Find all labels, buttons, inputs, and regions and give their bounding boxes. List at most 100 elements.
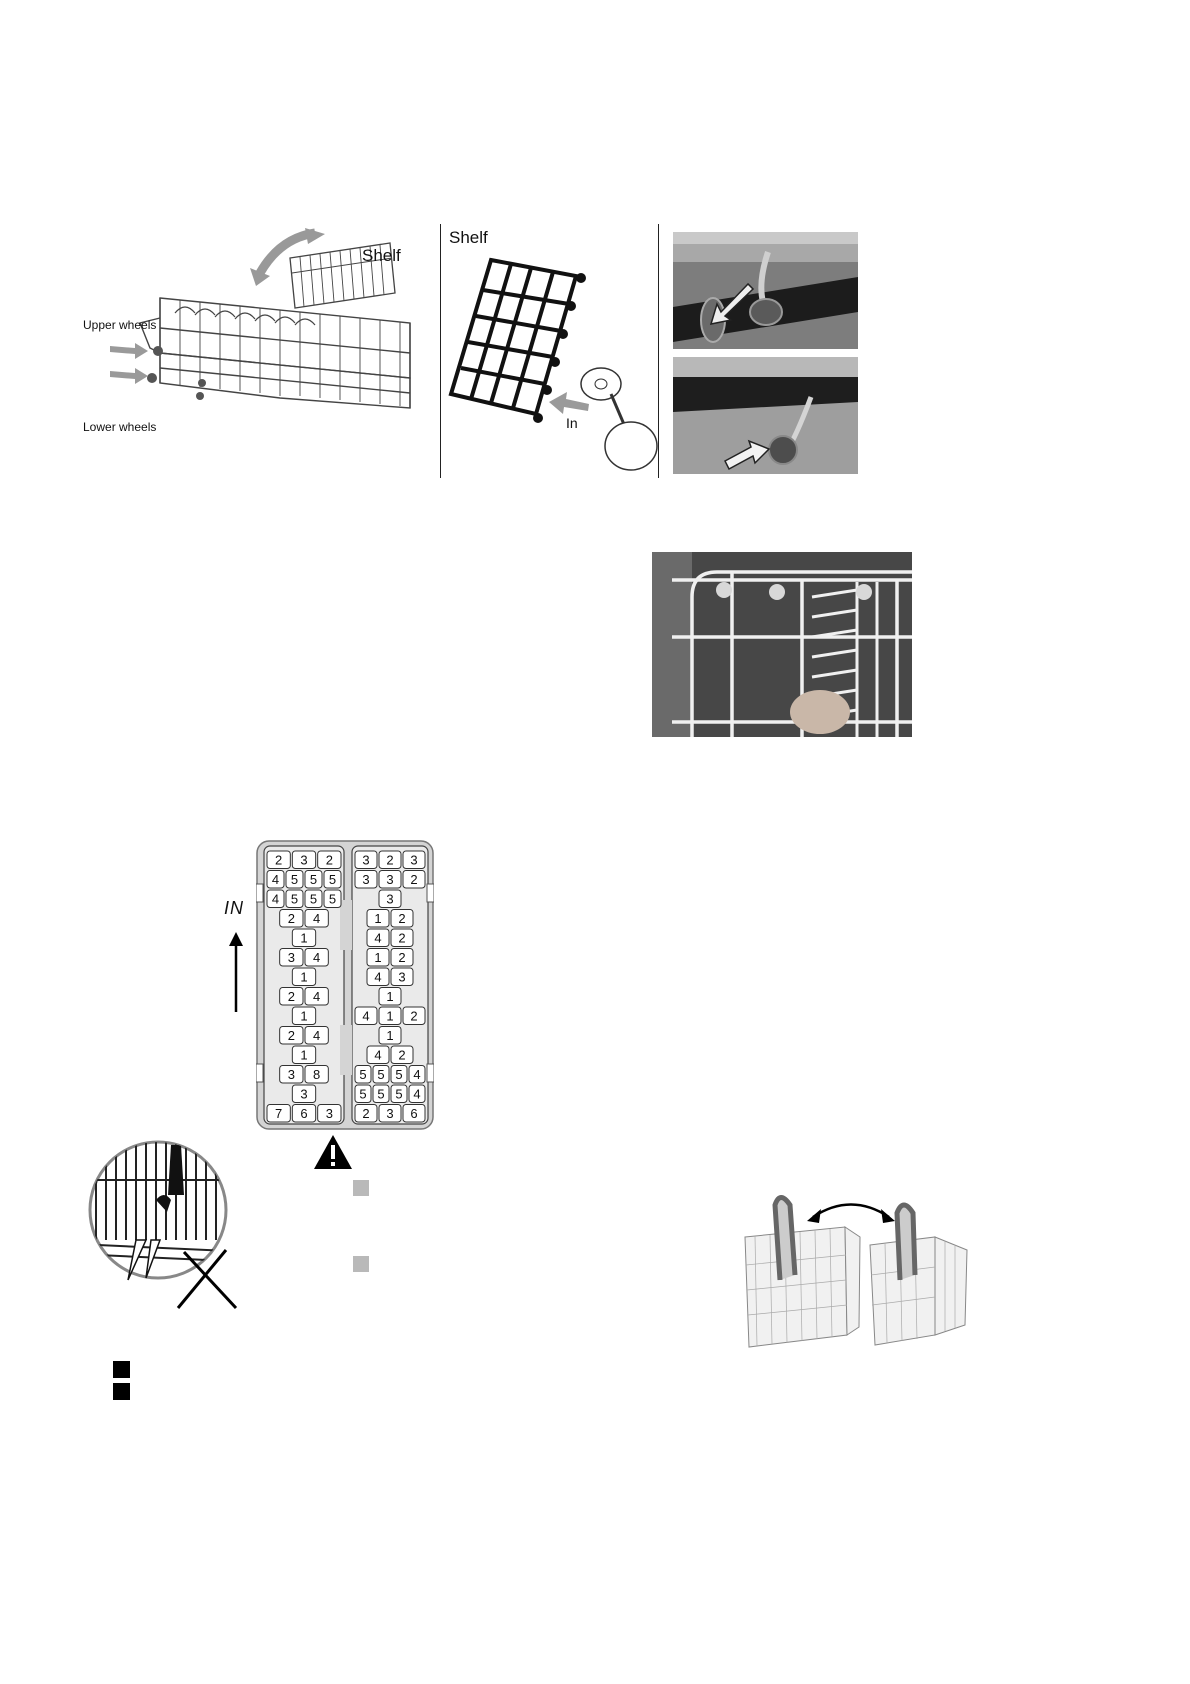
right-basket-slot: [378, 850, 402, 869]
left-basket-slot: [279, 1065, 304, 1084]
left-basket-slot-number: 5: [310, 872, 317, 887]
right-basket-slot-number: 5: [359, 1067, 366, 1082]
right-basket-slot: [366, 928, 390, 947]
left-basket-slot: [279, 1026, 304, 1045]
rack-photo: [652, 552, 912, 737]
right-basket-slot-number: 3: [386, 1106, 393, 1121]
left-basket-slot-number: 6: [300, 1106, 307, 1121]
left-basket-slot-number: 5: [291, 872, 298, 887]
left-basket-slot: [266, 870, 285, 889]
cutlery-basket-split-figure: [735, 1185, 975, 1350]
right-basket-slot: [378, 870, 402, 889]
black-square-bullet-icon: [113, 1361, 130, 1378]
left-basket-slot: [291, 967, 317, 986]
left-basket-slot-number: 2: [288, 911, 295, 926]
right-basket-slot: [402, 1104, 426, 1123]
left-basket-slot-number: 3: [326, 1106, 333, 1121]
right-basket-slot: [408, 1065, 426, 1084]
right-basket-slot: [390, 928, 414, 947]
right-basket-slot-number: 3: [410, 852, 417, 867]
right-basket-slot: [390, 1065, 408, 1084]
left-basket-slot: [279, 987, 304, 1006]
left-basket-slot: [291, 928, 317, 947]
knife-warning-figure: [76, 1140, 251, 1310]
knife-warning-drawing: [88, 1140, 238, 1310]
right-basket-slot-number: 2: [398, 911, 405, 926]
right-basket-slot-number: 1: [386, 1028, 393, 1043]
left-basket-slot: [266, 1104, 291, 1123]
left-basket-slot: [304, 1026, 329, 1045]
right-basket-slot: [378, 987, 402, 1006]
left-basket-slot-number: 3: [288, 1067, 295, 1082]
in-label: In: [566, 415, 578, 431]
shelf-label: Shelf: [362, 246, 401, 265]
right-basket-slot: [390, 967, 414, 986]
left-basket-slot-number: 4: [272, 872, 279, 887]
left-basket-slot-number: 2: [288, 989, 295, 1004]
upper-wheels-label: Upper wheels: [83, 318, 157, 332]
right-basket-slot-number: 2: [398, 950, 405, 965]
rack-photo-image: [652, 552, 912, 737]
shelf-drawing: [448, 257, 658, 471]
right-basket-slot-number: 3: [362, 852, 369, 867]
right-basket-slot-number: 1: [386, 1008, 393, 1023]
left-basket-slot-number: 4: [313, 911, 320, 926]
right-basket-slot: [354, 1084, 372, 1103]
left-basket-slot-number: 4: [313, 950, 320, 965]
left-basket-slot: [291, 1006, 317, 1025]
right-basket-slot-number: 3: [362, 872, 369, 887]
left-basket-slot-number: 4: [313, 1028, 320, 1043]
left-basket-slot: [323, 870, 342, 889]
right-basket-slot: [378, 1026, 402, 1045]
right-basket-slot: [390, 1045, 414, 1064]
in-direction-label: IN: [224, 898, 244, 918]
right-basket-slot: [390, 948, 414, 967]
right-basket-slot-number: 2: [398, 930, 405, 945]
left-basket-slot: [291, 1084, 317, 1103]
right-basket-slot-number: 1: [374, 950, 381, 965]
wheel-photo-bottom-image: [673, 357, 858, 474]
left-basket-slot: [279, 948, 304, 967]
black-square-bullet-icon: [113, 1383, 130, 1400]
left-basket-slot-number: 7: [275, 1106, 282, 1121]
left-basket-slot: [266, 850, 291, 869]
left-basket-slot-number: 1: [300, 1047, 307, 1062]
right-basket-slot-number: 5: [359, 1086, 366, 1101]
right-basket-slot: [378, 1104, 402, 1123]
left-basket-slot-number: 1: [300, 969, 307, 984]
right-basket-slot-number: 4: [374, 969, 381, 984]
wheel-photo-top-image: [673, 232, 858, 349]
lower-wheels-label: Lower wheels: [83, 420, 157, 434]
left-basket-slot-number: 3: [300, 852, 307, 867]
left-basket-slot-number: 5: [329, 872, 336, 887]
right-basket-slot-number: 2: [386, 852, 393, 867]
left-basket-slot: [304, 909, 329, 928]
wheel-photo-top: [673, 232, 858, 349]
right-basket-slot-number: 5: [377, 1086, 384, 1101]
shelf-figure-label: Shelf: [449, 228, 488, 247]
right-basket-slot-number: 1: [386, 989, 393, 1004]
right-basket-slot-number: 4: [413, 1086, 420, 1101]
wheel-photo-bottom: [673, 357, 858, 474]
right-basket-slot: [354, 1065, 372, 1084]
warning-triangle-icon: [314, 1135, 352, 1169]
left-basket-slot-number: 4: [272, 891, 279, 906]
right-basket-slot-number: 4: [362, 1008, 369, 1023]
right-basket-slot-number: 3: [398, 969, 405, 984]
right-basket-slot: [408, 1084, 426, 1103]
right-basket-slot-number: 5: [395, 1067, 402, 1082]
right-basket-slot-number: 3: [386, 872, 393, 887]
left-basket-slot-number: 8: [313, 1067, 320, 1082]
left-basket-slot: [317, 850, 342, 869]
right-basket-slot-number: 2: [398, 1047, 405, 1062]
right-basket-slot-number: 5: [395, 1086, 402, 1101]
grey-square-bullet-icon: [353, 1256, 369, 1272]
left-basket-slot: [285, 889, 304, 908]
left-basket-slot-number: 2: [326, 852, 333, 867]
right-basket-slot: [366, 1045, 390, 1064]
right-basket-slot: [354, 870, 378, 889]
left-basket-slot: [291, 850, 317, 869]
right-basket-slot-number: 2: [410, 1008, 417, 1023]
